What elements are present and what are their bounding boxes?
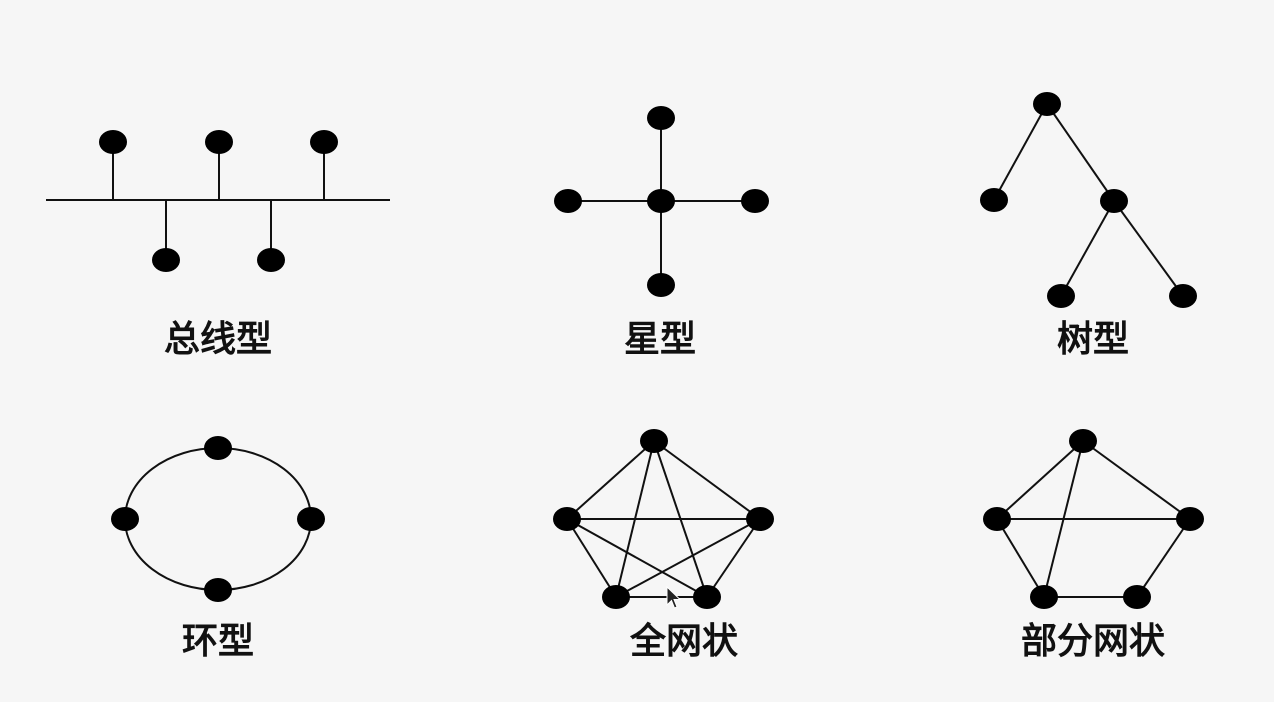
partial-mesh-topology: [983, 429, 1204, 609]
mesh-link: [566, 518, 617, 598]
ring-topology: [111, 436, 325, 602]
mesh-node: [1176, 507, 1204, 531]
mesh-link: [996, 440, 1084, 520]
full-mesh-topology: [553, 429, 774, 609]
star-topology: [554, 106, 769, 297]
ring-loop: [124, 447, 312, 591]
tree-topology: [980, 92, 1197, 308]
mesh-link: [615, 518, 761, 598]
tree-node: [1100, 189, 1128, 213]
tree-node: [1047, 284, 1075, 308]
mesh-node: [553, 507, 581, 531]
star-hub-node: [647, 189, 675, 213]
tree-link: [993, 103, 1048, 201]
partial-mesh-topology-label: 部分网状: [1020, 621, 1166, 662]
ring-node: [204, 436, 232, 460]
mesh-node: [602, 585, 630, 609]
ring-topology-label: 环型: [181, 621, 255, 662]
star-topology-label: 星型: [623, 319, 697, 360]
mesh-link: [706, 518, 761, 598]
mesh-link: [653, 440, 761, 520]
star-node: [741, 189, 769, 213]
ring-node: [111, 507, 139, 531]
tree-root-node: [1033, 92, 1061, 116]
tree-link: [1060, 200, 1115, 297]
mesh-node: [1123, 585, 1151, 609]
tree-topology-label: 树型: [1056, 319, 1130, 360]
mouse-pointer-icon: [666, 586, 682, 609]
tree-node: [1169, 284, 1197, 308]
bus-node: [152, 248, 180, 272]
mesh-node: [1069, 429, 1097, 453]
mesh-node: [1030, 585, 1058, 609]
ring-node: [297, 507, 325, 531]
tree-node: [980, 188, 1008, 212]
bus-topology: [46, 130, 390, 272]
bus-node: [205, 130, 233, 154]
mesh-link: [566, 518, 708, 598]
bus-node: [257, 248, 285, 272]
full-mesh-topology-label: 全网状: [629, 621, 739, 662]
mesh-link: [566, 440, 655, 520]
star-node: [647, 106, 675, 130]
tree-link: [1113, 200, 1184, 297]
bus-topology-label: 总线型: [163, 319, 273, 360]
mesh-node: [693, 585, 721, 609]
mesh-node: [640, 429, 668, 453]
star-node: [647, 273, 675, 297]
star-node: [554, 189, 582, 213]
mesh-link: [1082, 440, 1191, 520]
ring-node: [204, 578, 232, 602]
mesh-link: [996, 518, 1045, 598]
mesh-node: [746, 507, 774, 531]
mesh-node: [983, 507, 1011, 531]
mesh-link: [1136, 518, 1191, 598]
tree-link: [1046, 103, 1115, 202]
bus-node: [310, 130, 338, 154]
bus-node: [99, 130, 127, 154]
